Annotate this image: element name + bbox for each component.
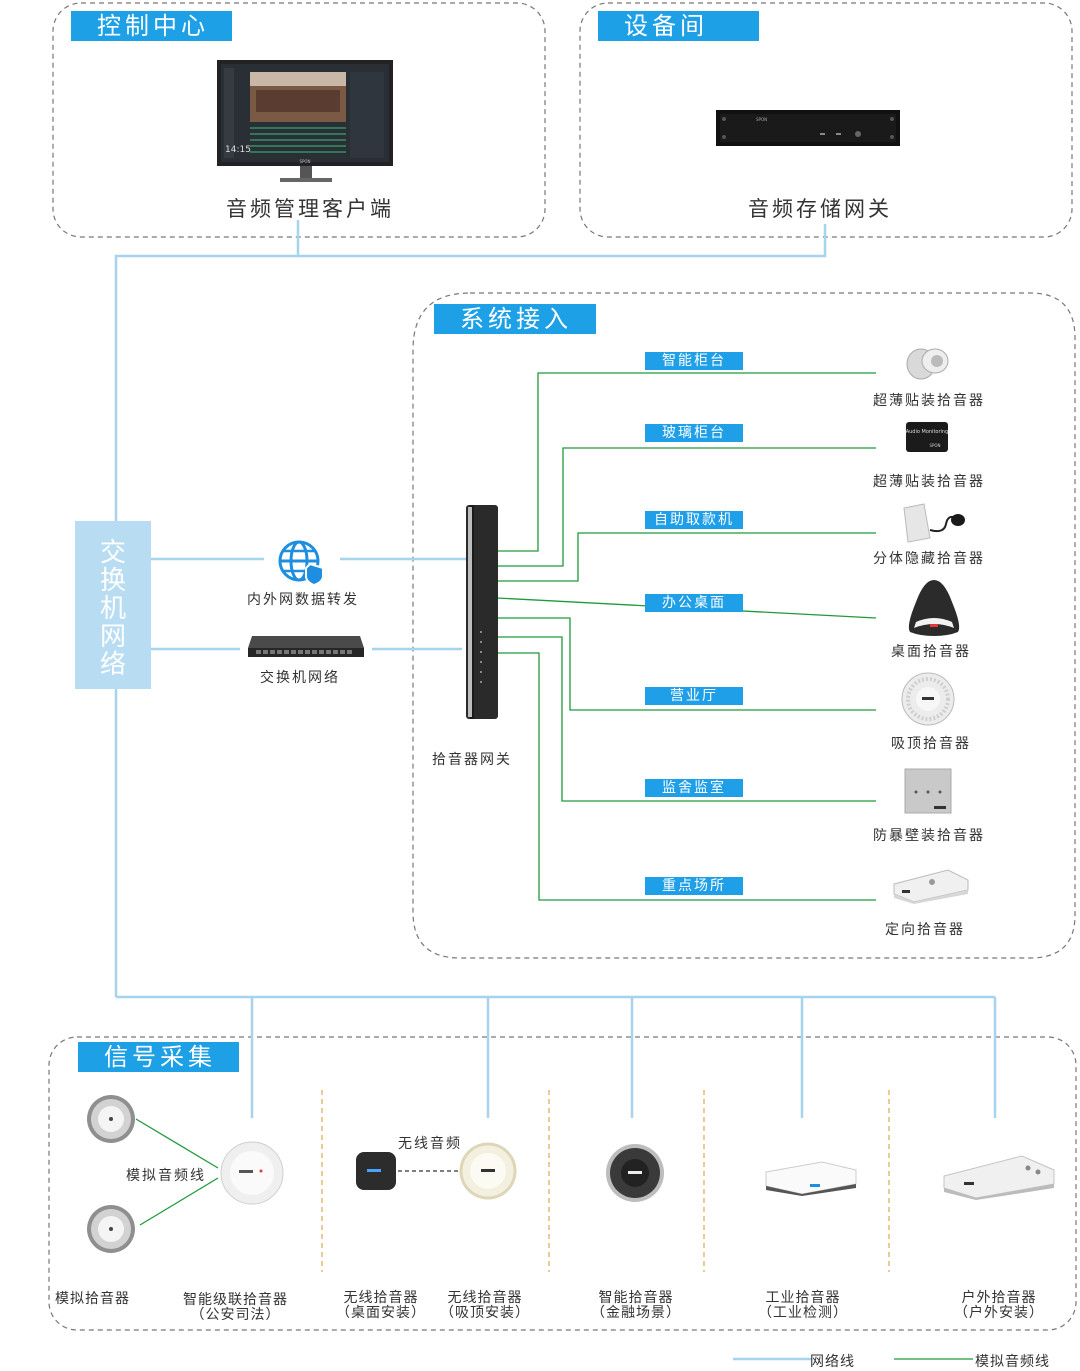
gateway-label: 拾音器网关 <box>432 752 512 768</box>
scene-tag: 玻璃柜台 <box>645 424 743 442</box>
switch-network-panel: 交 换 机 网 络 <box>75 521 151 689</box>
control-label: 音频管理客户端 <box>226 197 394 221</box>
scene-device-label: 桌面拾音器 <box>891 644 971 660</box>
switch-panel-char: 交 <box>99 538 126 568</box>
scene-tag: 自助取款机 <box>645 511 743 529</box>
scene-tag: 智能柜台 <box>645 352 743 370</box>
equipment-room-header: 设备间 <box>598 11 759 41</box>
collector-label: 无线拾音器（吸顶安装） <box>440 1290 530 1321</box>
switch-panel-char: 络 <box>99 650 126 680</box>
globe-shield-icon <box>278 540 324 586</box>
storage-gateway-icon: SPON <box>716 110 900 146</box>
network-lines <box>114 220 997 1361</box>
monitor-icon: 14:15 SPON <box>217 60 393 182</box>
scene-device-label: 超薄贴装拾音器 <box>873 393 985 409</box>
analog-lines <box>135 372 973 1360</box>
scene-tag: 重点场所 <box>645 877 743 895</box>
box-text: Audio Monitoring <box>906 429 949 435</box>
wireless-ceiling-mic-icon <box>459 1142 517 1200</box>
ultrathin-box-icon: Audio Monitoring SPON <box>906 422 949 452</box>
legend-network: 网络线 <box>810 1354 855 1370</box>
switch-panel-char: 网 <box>99 622 126 652</box>
pickup-gateway-icon <box>466 505 498 719</box>
scene-device-label: 防暴壁装拾音器 <box>873 828 985 844</box>
collector-label: 工业拾音器（工业检测） <box>758 1290 848 1321</box>
scene-device-label: 定向拾音器 <box>885 922 965 938</box>
split-hidden-mic-icon <box>903 503 965 543</box>
cascade-mic-icon <box>220 1141 284 1205</box>
collect-header: 信号采集端 <box>78 1042 239 1101</box>
monitor-time: 14:15 <box>225 145 251 155</box>
collector-label: 户外拾音器（户外安装） <box>954 1290 1044 1321</box>
access-frame <box>412 292 1076 959</box>
directional-mic-icon <box>893 869 969 904</box>
switch-panel-char: 机 <box>99 594 126 624</box>
wireless-label: 无线音频 <box>398 1136 462 1152</box>
industrial-mic-icon <box>765 1161 857 1196</box>
wall-mic-icon <box>904 768 952 814</box>
analog-mic-icon <box>87 1095 135 1143</box>
switch-label: 交换机网络 <box>260 670 340 686</box>
collector-label: 智能级联拾音器（公安司法） <box>183 1292 288 1323</box>
legend-analog: 模拟音频线 <box>975 1354 1050 1370</box>
scene-tag: 办公桌面 <box>645 594 743 612</box>
scene-device-label: 吸顶拾音器 <box>891 736 971 752</box>
collector-label: 无线拾音器（桌面安装） <box>336 1290 426 1321</box>
scene-device-label: 超薄贴装拾音器 <box>873 474 985 490</box>
ultrathin-mic-icon <box>906 348 949 380</box>
ceiling-mic-icon <box>901 672 955 726</box>
wireless-desk-mic-icon <box>356 1152 396 1190</box>
control-center-header: 控制中心 <box>71 11 232 41</box>
desktop-mic-icon <box>908 580 960 636</box>
collector-label: 模拟拾音器 <box>55 1291 130 1307</box>
scene-tag: 营业厅 <box>645 687 743 705</box>
storage-label: 音频存储网关 <box>748 197 892 221</box>
monitor-brand: SPON <box>299 159 310 164</box>
analog-mic-icon <box>87 1205 135 1253</box>
switch-panel-char: 换 <box>99 566 126 596</box>
access-header: 系统接入端 <box>434 304 596 363</box>
analog-line-label: 模拟音频线 <box>126 1168 206 1184</box>
scene-tag: 监舍监室 <box>645 779 743 797</box>
rack-brand: SPON <box>756 117 767 122</box>
smart-finance-mic-icon <box>606 1144 664 1202</box>
forward-label: 内外网数据转发 <box>247 592 359 608</box>
network-switch-icon <box>248 636 364 657</box>
box-brand: SPON <box>929 443 940 448</box>
collector-label: 智能拾音器（金融场景） <box>591 1290 681 1321</box>
scene-device-label: 分体隐藏拾音器 <box>873 551 985 567</box>
outdoor-mic-icon <box>943 1155 1055 1200</box>
